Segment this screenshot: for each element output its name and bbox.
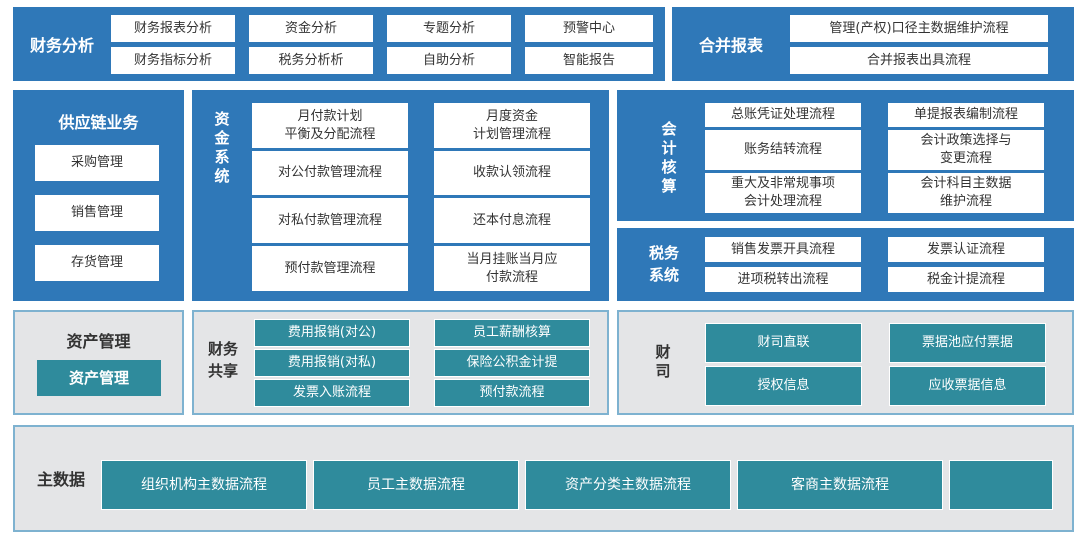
- fa-item-self-service-analysis[interactable]: 自助分析: [387, 47, 511, 74]
- master-data-title: 主数据: [36, 470, 85, 489]
- asset-management-title: 资产管理: [66, 332, 131, 351]
- ac-item-accounting-policy[interactable]: 会计政策选择与 变更流程: [888, 130, 1044, 170]
- ac-item-report-compilation[interactable]: 单提报表编制流程: [888, 103, 1044, 127]
- fa-item-smart-report[interactable]: 智能报告: [525, 47, 653, 74]
- fsh-item-expense-private[interactable]: 费用报销(对私): [254, 349, 410, 377]
- consolidated-report-title: 合并报表: [698, 36, 763, 55]
- fa-item-warning-center[interactable]: 预警中心: [525, 15, 653, 42]
- tx-item-invoice-verification[interactable]: 发票认证流程: [888, 237, 1044, 262]
- ac-item-account-master-data[interactable]: 会计科目主数据 维护流程: [888, 173, 1044, 213]
- md-item-unlabeled[interactable]: [949, 460, 1053, 510]
- sc-item-inventory[interactable]: 存货管理: [35, 245, 159, 281]
- fsh-item-prepayment[interactable]: 预付款流程: [434, 379, 590, 407]
- finance-shared-panel: 财务共享 费用报销(对公) 员工薪酬核算 费用报销(对私) 保险公积金计提 发票…: [192, 310, 609, 415]
- tax-system-title: 税务系统: [648, 244, 679, 284]
- ac-item-ledger-voucher[interactable]: 总账凭证处理流程: [705, 103, 861, 127]
- accounting-title: 会计核算: [661, 119, 677, 195]
- fs-item-corporate-payment[interactable]: 对公付款管理流程: [252, 151, 408, 195]
- accounting-panel: 会计核算 总账凭证处理流程 单提报表编制流程 账务结转流程 会计政策选择与 变更…: [617, 90, 1074, 221]
- md-item-organization[interactable]: 组织机构主数据流程: [101, 460, 307, 510]
- fs-item-private-payment[interactable]: 对私付款管理流程: [252, 198, 408, 243]
- fa-item-tax-analysis[interactable]: 税务分析析: [249, 47, 373, 74]
- supply-chain-title: 供应链业务: [58, 113, 139, 132]
- master-data-panel: 主数据 组织机构主数据流程 员工主数据流程 资产分类主数据流程 客商主数据流程: [13, 425, 1074, 532]
- fs-item-monthly-payable[interactable]: 当月挂账当月应 付款流程: [434, 246, 590, 291]
- fs-item-monthly-fund-plan[interactable]: 月度资金 计划管理流程: [434, 103, 590, 148]
- fa-item-fund-analysis[interactable]: 资金分析: [249, 15, 373, 42]
- tr-item-direct-link[interactable]: 财司直联: [705, 323, 862, 363]
- md-item-asset-category[interactable]: 资产分类主数据流程: [525, 460, 731, 510]
- treasury-title: 财司: [655, 343, 671, 380]
- md-item-customer-supplier[interactable]: 客商主数据流程: [737, 460, 943, 510]
- tx-item-sales-invoice[interactable]: 销售发票开具流程: [705, 237, 861, 262]
- fa-item-financial-report-analysis[interactable]: 财务报表分析: [111, 15, 235, 42]
- fund-system-title: 资金系统: [214, 110, 230, 185]
- fsh-item-payroll[interactable]: 员工薪酬核算: [434, 319, 590, 347]
- fsh-item-expense-corporate[interactable]: 费用报销(对公): [254, 319, 410, 347]
- asset-management-panel: 资产管理 资产管理: [13, 310, 184, 415]
- md-item-employee[interactable]: 员工主数据流程: [313, 460, 519, 510]
- finance-shared-title: 财务共享: [207, 340, 238, 380]
- fsh-item-invoice-booking[interactable]: 发票入账流程: [254, 379, 410, 407]
- fa-item-financial-indicator-analysis[interactable]: 财务指标分析: [111, 47, 235, 74]
- finance-analysis-title: 财务分析: [29, 36, 94, 55]
- am-item-asset-management[interactable]: 资产管理: [37, 360, 161, 396]
- ac-item-account-carryover[interactable]: 账务结转流程: [705, 130, 861, 170]
- fs-item-prepayment-management[interactable]: 预付款管理流程: [252, 246, 408, 291]
- fs-item-receipt-claim[interactable]: 收款认领流程: [434, 151, 590, 195]
- sc-item-sales[interactable]: 销售管理: [35, 195, 159, 231]
- treasury-panel: 财司 财司直联 票据池应付票据 授权信息 应收票据信息: [617, 310, 1074, 415]
- cr-item-report-issuance[interactable]: 合并报表出具流程: [790, 47, 1048, 74]
- tx-item-tax-accrual[interactable]: 税金计提流程: [888, 267, 1044, 292]
- tr-item-notes-receivable[interactable]: 应收票据信息: [889, 366, 1046, 406]
- tr-item-notes-payable[interactable]: 票据池应付票据: [889, 323, 1046, 363]
- consolidated-report-panel: 合并报表 管理(产权)口径主数据维护流程 合并报表出具流程: [672, 7, 1074, 81]
- sc-item-procurement[interactable]: 采购管理: [35, 145, 159, 181]
- fs-item-principal-interest[interactable]: 还本付息流程: [434, 198, 590, 243]
- fs-item-monthly-payment-plan[interactable]: 月付款计划 平衡及分配流程: [252, 103, 408, 148]
- tr-item-authorization[interactable]: 授权信息: [705, 366, 862, 406]
- supply-chain-panel: 供应链业务 采购管理 销售管理 存货管理: [13, 90, 184, 301]
- fund-system-panel: 资金系统 月付款计划 平衡及分配流程 月度资金 计划管理流程 对公付款管理流程 …: [192, 90, 609, 301]
- tx-item-input-tax-transfer[interactable]: 进项税转出流程: [705, 267, 861, 292]
- fsh-item-insurance-fund[interactable]: 保险公积金计提: [434, 349, 590, 377]
- fa-item-topic-analysis[interactable]: 专题分析: [387, 15, 511, 42]
- cr-item-master-data-maintenance[interactable]: 管理(产权)口径主数据维护流程: [790, 15, 1048, 42]
- tax-system-panel: 税务系统 销售发票开具流程 发票认证流程 进项税转出流程 税金计提流程: [617, 228, 1074, 301]
- ac-item-major-events[interactable]: 重大及非常规事项 会计处理流程: [705, 173, 861, 213]
- finance-analysis-panel: 财务分析 财务报表分析 资金分析 专题分析 预警中心 财务指标分析 税务分析析 …: [13, 7, 665, 81]
